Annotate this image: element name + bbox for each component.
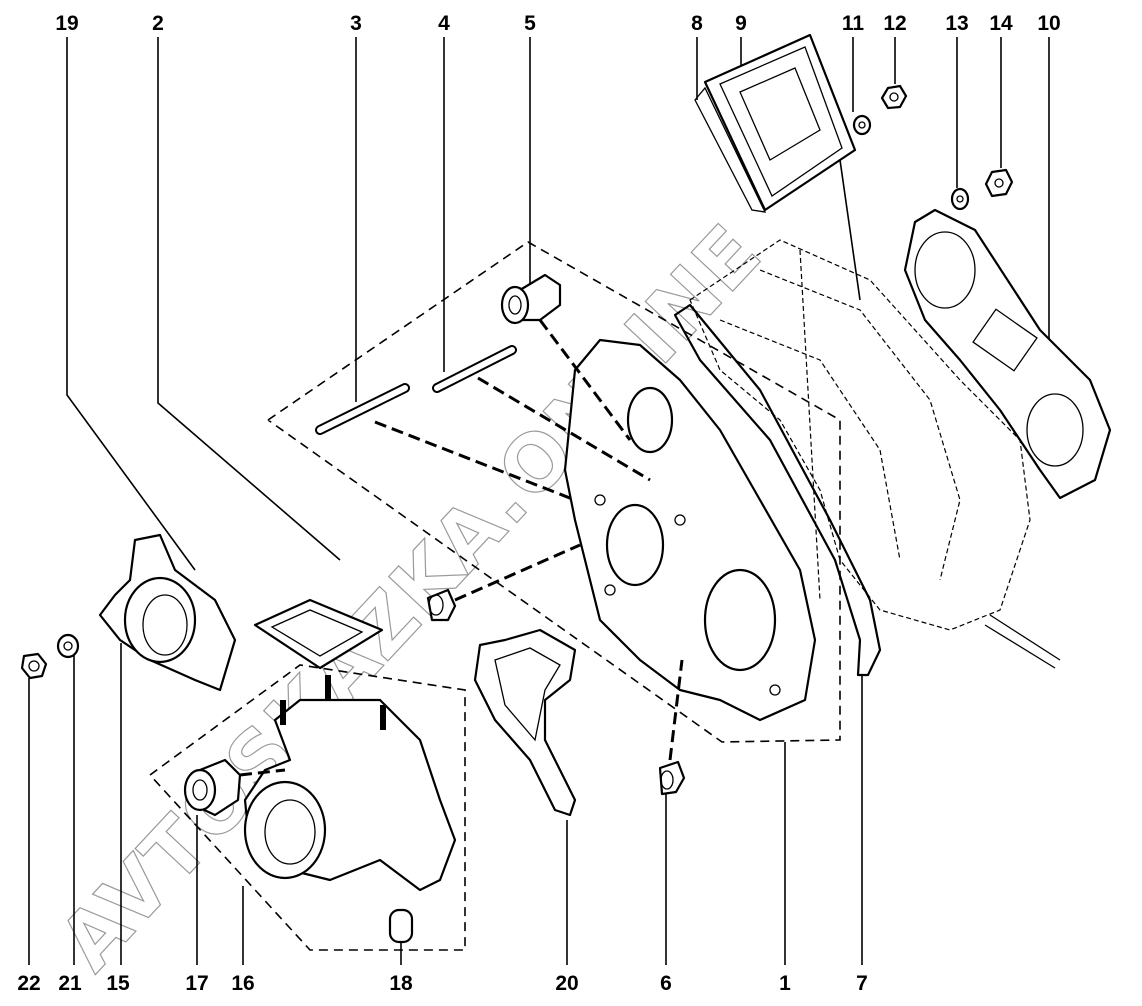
callout-14: 14 [989,12,1013,35]
callout-15: 15 [106,972,130,995]
part-16-housing [243,675,457,892]
callout-10: 10 [1037,12,1060,35]
callout-16: 16 [231,972,254,995]
part-22-nut [20,652,48,680]
part-9-cover [703,33,857,212]
callout-2: 2 [152,12,164,35]
part-12-nut [880,84,908,110]
callout-11: 11 [842,12,865,35]
assembly-arrows [239,159,861,777]
assembly-group-outlines [149,241,841,951]
part-17-seal [183,758,242,817]
callouts-top: 19 2 3 4 5 8 9 11 12 13 14 10 [55,12,1060,35]
part-2-gasket [253,598,384,670]
callout-5: 5 [524,12,536,35]
leader-lines-top [66,37,1050,571]
part-18-pin [388,908,414,944]
part-8-gasket [694,86,767,213]
callout-9: 9 [735,12,747,35]
part-11-washer [852,114,872,136]
callout-6: 6 [660,972,672,995]
part-20-gasket [473,628,577,817]
callout-8: 8 [691,12,703,35]
callout-3: 3 [350,12,362,35]
callout-17: 17 [185,972,208,995]
part-13-washer [950,187,970,211]
part-6-bushing [658,760,686,796]
callout-12: 12 [883,12,906,35]
callout-7: 7 [856,972,868,995]
part-7-gasket [673,303,882,677]
part-15-flange [98,533,237,692]
leader-lines-bottom [28,643,863,965]
callout-18: 18 [389,972,413,995]
callouts-bottom: 22 21 15 17 16 18 20 6 1 7 [17,972,868,995]
part-10-rear-cover [903,208,1112,500]
part-5-oil-seal [500,273,562,325]
part-4-stud [432,345,517,393]
callout-13: 13 [945,12,968,35]
part-3-stud [315,383,410,435]
part-1-timing-cover [563,338,817,722]
callout-1: 1 [779,972,791,995]
callout-21: 21 [58,972,82,995]
callout-22: 22 [17,972,40,995]
callout-19: 19 [55,12,78,35]
engine-block [689,239,1061,669]
bushing [426,588,457,622]
part-14-nut [984,168,1014,198]
part-21-washer [56,633,80,659]
callout-4: 4 [438,12,450,35]
callout-20: 20 [555,972,578,995]
